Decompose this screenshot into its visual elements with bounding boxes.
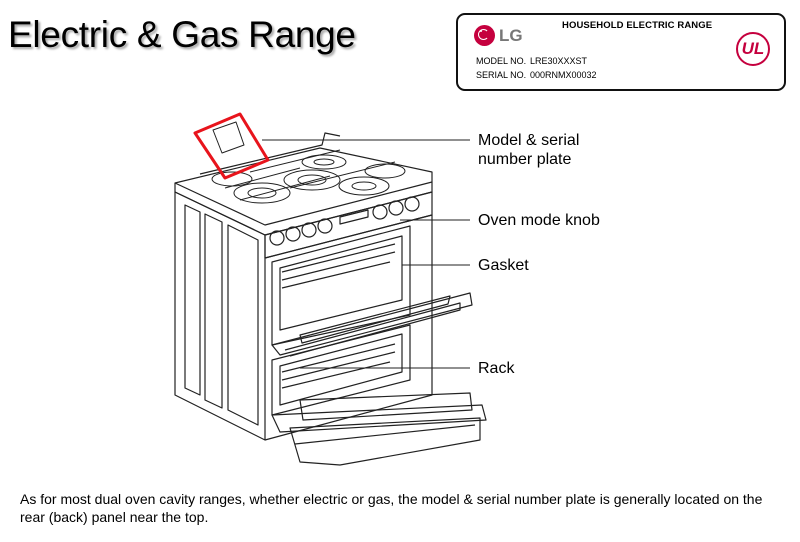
lg-emblem-icon <box>474 25 495 46</box>
callout-rack: Rack <box>478 360 515 377</box>
lower-oven <box>271 324 487 466</box>
plate-location-highlight <box>193 112 270 180</box>
control-panel <box>264 191 433 259</box>
callout-oven-mode-knob: Oven mode knob <box>478 212 600 229</box>
callout-gasket: Gasket <box>478 257 529 274</box>
rating-plate: HOUSEHOLD ELECTRIC RANGE LG MODEL NO. LR… <box>456 13 786 91</box>
model-value: LRE30XXXST <box>530 56 588 66</box>
ul-mark-icon: UL <box>736 32 770 66</box>
plate-marker <box>212 121 245 154</box>
lg-logo: LG <box>474 25 523 46</box>
upper-oven <box>271 225 473 357</box>
page-title: Electric & Gas Range <box>8 14 356 55</box>
leader-lines <box>262 139 470 369</box>
serial-value: 000RNMX00032 <box>530 70 597 80</box>
lg-wordmark: LG <box>499 25 523 45</box>
burner-grates <box>211 149 406 204</box>
callout-model-plate: Model & serial number plate <box>478 132 580 168</box>
serial-label: SERIAL NO. <box>476 70 527 80</box>
plate-heading: HOUSEHOLD ELECTRIC RANGE <box>562 20 713 31</box>
caption-text: As for most dual oven cavity ranges, whe… <box>20 491 763 525</box>
model-label: MODEL NO. <box>476 56 527 66</box>
side-panel <box>174 191 266 441</box>
